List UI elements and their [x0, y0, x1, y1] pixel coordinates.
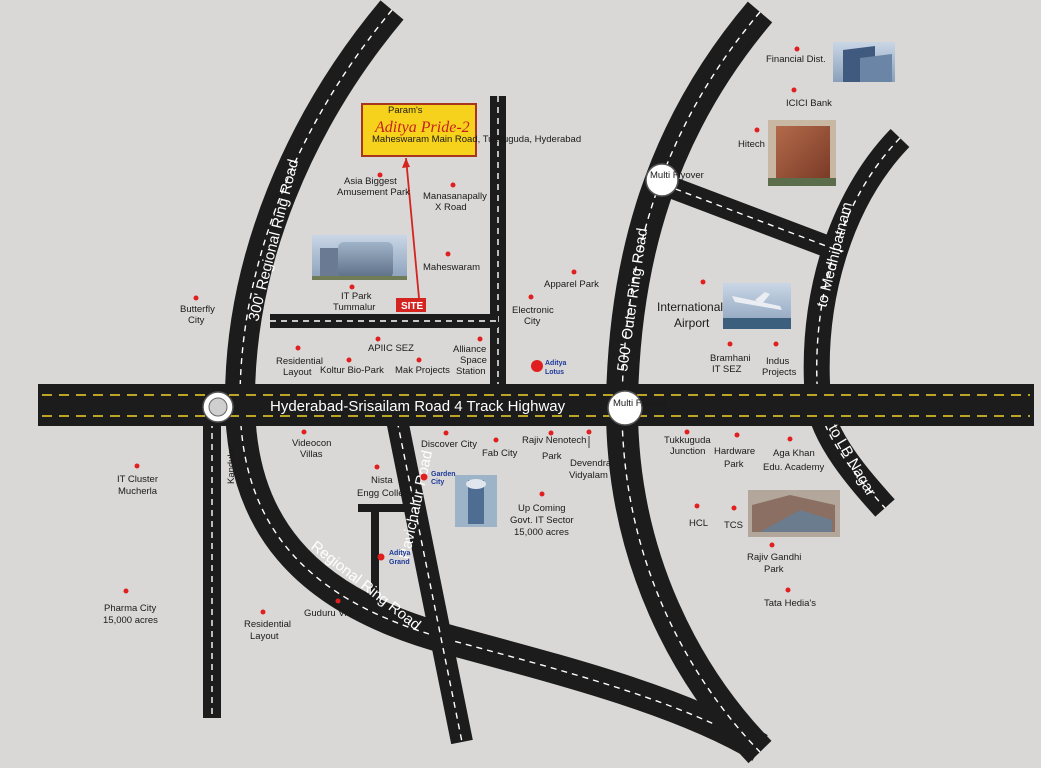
svg-text:Airport: Airport: [674, 316, 710, 330]
svg-text:Param's: Param's: [388, 105, 423, 116]
svg-text:Edu. Academy: Edu. Academy: [763, 462, 825, 473]
svg-text:IT Cluster: IT Cluster: [117, 474, 158, 485]
svg-text:Financial Dist.: Financial Dist.: [766, 54, 826, 65]
svg-text:Vidyalam: Vidyalam: [569, 470, 608, 481]
svg-text:IT SEZ: IT SEZ: [712, 364, 742, 375]
svg-text:TCS: TCS: [724, 520, 743, 531]
svg-text:Pharma City: Pharma City: [104, 603, 157, 614]
svg-text:Lotus: Lotus: [545, 369, 564, 376]
svg-text:Discover City: Discover City: [421, 439, 477, 450]
svg-text:Maheswaram: Maheswaram: [423, 262, 480, 273]
highway-label: Hyderabad-Srisailam Road 4 Track Highway: [270, 398, 566, 415]
svg-text:Mucherla: Mucherla: [118, 486, 158, 497]
svg-text:HCL: HCL: [689, 518, 708, 529]
svg-text:Guduru Village: Guduru Village: [304, 608, 367, 619]
svg-text:Park: Park: [542, 451, 562, 462]
aditya-lotus-marker: [531, 360, 543, 372]
road-network: [38, 0, 1034, 764]
svg-text:Bramhani: Bramhani: [710, 353, 751, 364]
upcoming-it-sector-photo: [455, 475, 497, 527]
svg-text:Koltur Bio-Park: Koltur Bio-Park: [320, 365, 384, 376]
project-name: Aditya Pride-2: [374, 119, 470, 136]
svg-text:Aditya: Aditya: [389, 550, 411, 557]
svg-text:Tummalur: Tummalur: [333, 302, 375, 313]
svg-text:Grand: Grand: [389, 559, 410, 566]
connector-road: [661, 174, 846, 263]
svg-text:IT Park: IT Park: [341, 291, 372, 302]
site-marker[interactable]: SITE: [396, 298, 426, 312]
svg-text:SITE: SITE: [401, 301, 424, 312]
svg-text:Residential: Residential: [244, 619, 291, 630]
svg-text:Hardware: Hardware: [714, 446, 755, 457]
svg-text:Asia Biggest: Asia Biggest: [344, 176, 397, 187]
svg-text:Manasanapally: Manasanapally: [423, 191, 487, 202]
flyover-top: Multi Flyover: [645, 163, 704, 197]
tcs-photo: [748, 490, 840, 537]
svg-text:Layout: Layout: [250, 631, 279, 642]
svg-text:Apparel Park: Apparel Park: [544, 279, 599, 290]
svg-text:Projects: Projects: [762, 367, 797, 378]
svg-text:Engg College: Engg College: [357, 488, 414, 499]
svg-text:Rajiv Nenotech: Rajiv Nenotech: [522, 435, 586, 446]
svg-text:Junction: Junction: [670, 446, 705, 457]
svg-text:Garden: Garden: [431, 471, 456, 478]
svg-text:Fab City: Fab City: [482, 448, 518, 459]
svg-text:City: City: [431, 479, 444, 486]
svg-text:Videocon: Videocon: [292, 438, 331, 449]
svg-text:Nista: Nista: [371, 475, 393, 486]
svg-text:APIIC SEZ: APIIC SEZ: [368, 343, 414, 354]
kandukur-label: Kandukur: [226, 443, 237, 484]
svg-text:City: City: [524, 316, 541, 327]
svg-text:Govt. IT Sector: Govt. IT Sector: [510, 515, 574, 526]
svg-text:Devendra: Devendra: [570, 458, 612, 469]
financial-district-photo: [833, 42, 895, 82]
svg-text:Aditya: Aditya: [545, 360, 567, 367]
svg-text:Electronic: Electronic: [512, 305, 554, 316]
svg-text:City: City: [188, 315, 205, 326]
svg-text:Rajiv Gandhi: Rajiv Gandhi: [747, 552, 801, 563]
svg-text:Alliance: Alliance: [453, 344, 486, 355]
svg-text:Villas: Villas: [300, 449, 323, 460]
project-sign: Param's Aditya Pride-2 Maheswaram Main R…: [361, 103, 581, 157]
svg-text:15,000 acres: 15,000 acres: [103, 615, 158, 626]
svg-text:Space: Space: [460, 355, 487, 366]
svg-text:X Road: X Road: [435, 202, 467, 213]
svg-text:Multi Flyover: Multi Flyover: [650, 170, 704, 181]
airport-photo: [723, 283, 791, 329]
flyover-highway: Multi Flyover: [607, 390, 667, 426]
svg-text:International: International: [657, 300, 723, 314]
svg-text:Up Coming: Up Coming: [518, 503, 566, 514]
svg-text:Hitech: Hitech: [738, 139, 765, 150]
svg-text:Multi Flyover: Multi Flyover: [613, 398, 667, 409]
svg-text:Maheswaram Main Road, Tukkugud: Maheswaram Main Road, Tukkuguda, Hyderab…: [372, 134, 581, 145]
svg-text:Station: Station: [456, 366, 486, 377]
site-pointer-arrow: [405, 157, 420, 299]
poi-markers: Asia Biggest Amusement Park Manasanapall…: [103, 46, 832, 642]
outer-ring-road-500: [605, 1, 773, 764]
spur-road: [358, 504, 412, 610]
svg-text:Tukkuguda: Tukkuguda: [664, 435, 711, 446]
svg-text:Amusement Park: Amusement Park: [337, 187, 410, 198]
svg-text:Park: Park: [724, 459, 744, 470]
svg-text:Layout: Layout: [283, 367, 312, 378]
svg-text:Tata Hedia's: Tata Hedia's: [764, 598, 816, 609]
roundabout-kandukur: [202, 391, 234, 423]
svg-text:Residential: Residential: [276, 356, 323, 367]
svg-text:ICICI Bank: ICICI Bank: [786, 98, 832, 109]
svg-text:Butterfly: Butterfly: [180, 304, 215, 315]
svg-text:Indus: Indus: [766, 356, 789, 367]
svg-text:Park: Park: [764, 564, 784, 575]
hitech-photo: [768, 120, 836, 186]
medhipatnam-lb-nagar-road: [803, 128, 910, 517]
svg-text:15,000 acres: 15,000 acres: [514, 527, 569, 538]
svg-text:Mak Projects: Mak Projects: [395, 365, 450, 376]
it-park-photo: [312, 235, 407, 280]
svg-text:Aga Khan: Aga Khan: [773, 448, 815, 459]
